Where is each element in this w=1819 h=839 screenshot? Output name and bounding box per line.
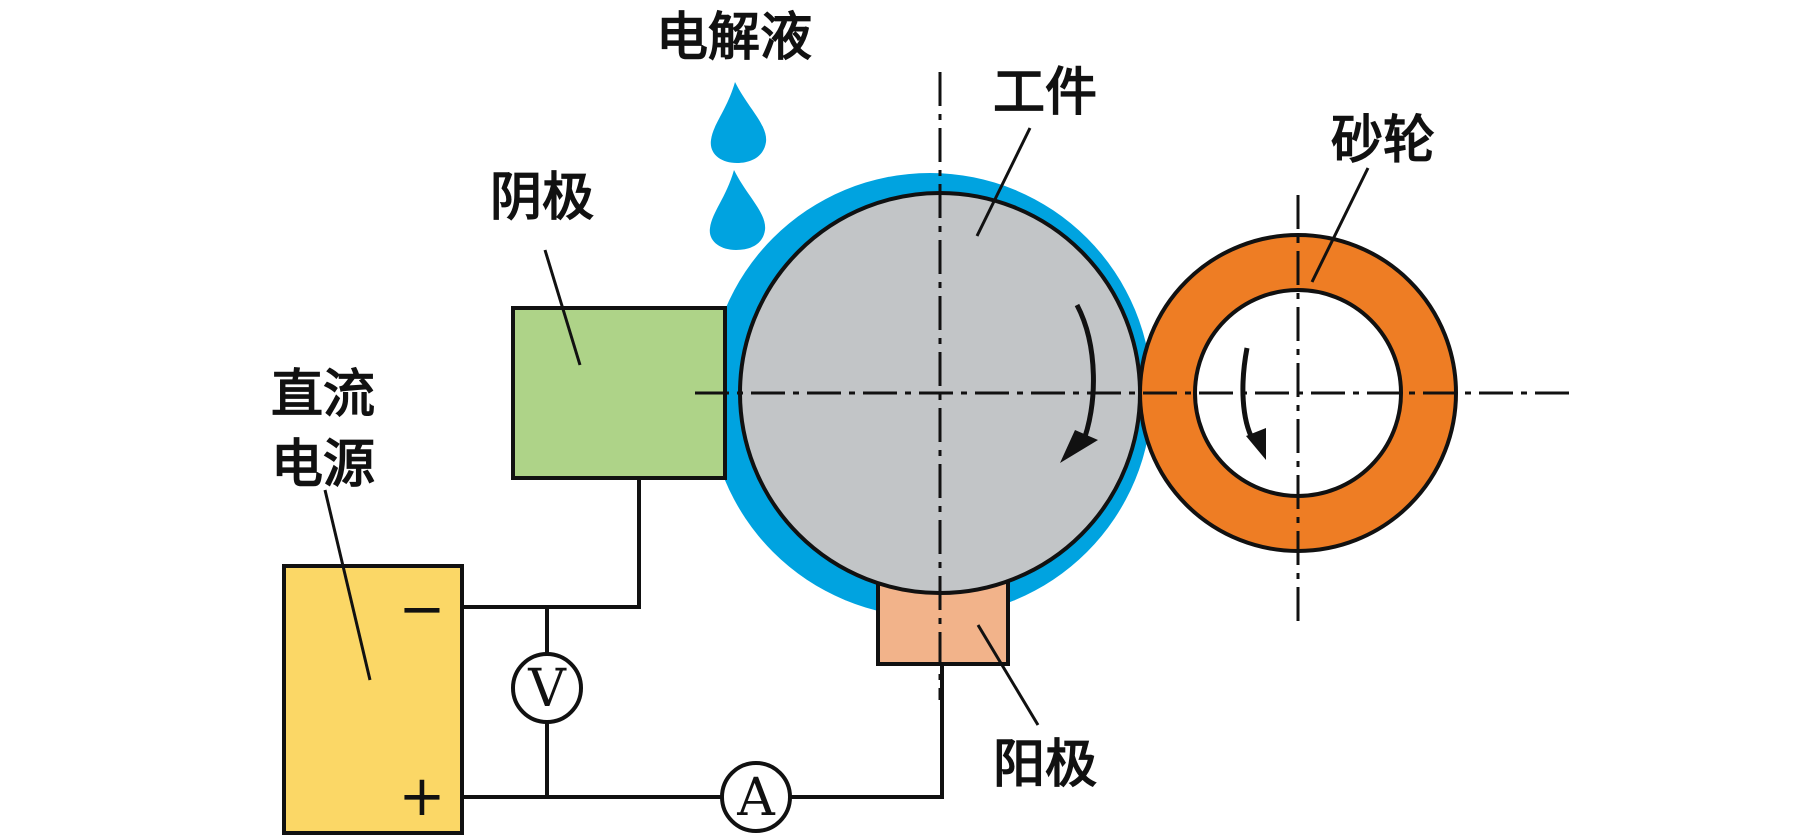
positive-terminal: + — [399, 764, 446, 829]
ammeter-symbol: A — [736, 768, 776, 828]
voltmeter — [511, 652, 583, 724]
dc-power-supply — [282, 564, 464, 835]
electrolyte-droplet-icon — [709, 170, 766, 250]
center-lines — [695, 72, 1572, 700]
workpiece-label: 工件 — [993, 63, 1097, 123]
anode-label: 阳极 — [993, 735, 1097, 795]
negative-terminal: − — [399, 577, 446, 642]
electrolyte-label: 电解液 — [656, 8, 812, 68]
cathode-label: 阴极 — [490, 168, 594, 228]
grinding-wheel-label: 砂轮 — [1331, 111, 1435, 171]
ammeter — [720, 761, 792, 833]
voltmeter-symbol: V — [527, 659, 567, 719]
circuit-wires — [462, 478, 944, 799]
electrolyte-droplet-icon — [710, 82, 767, 163]
dc-power-label-line1: 直流 — [271, 365, 375, 425]
dc-power-label-line2: 电源 — [271, 435, 375, 495]
wheel-rotation-arrow-icon — [1240, 347, 1266, 460]
leader-lines — [323, 127, 1370, 726]
workpiece-rotation-arrow-icon — [1060, 303, 1098, 463]
cathode-block — [511, 306, 727, 480]
